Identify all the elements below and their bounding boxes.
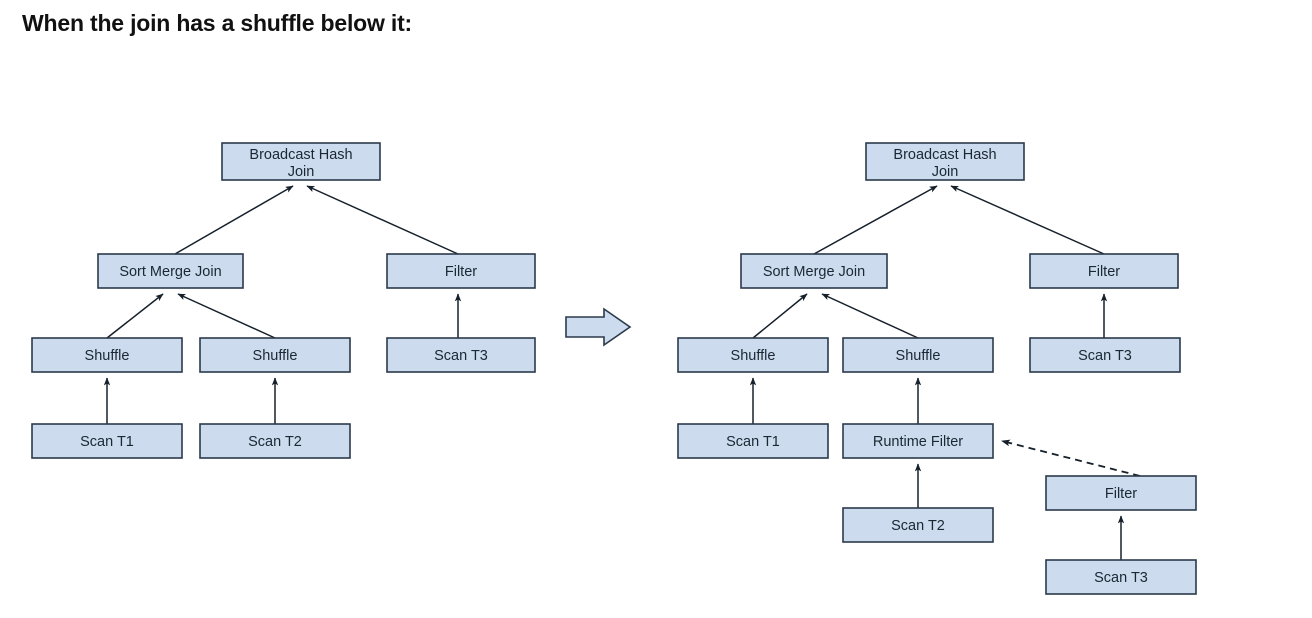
node-box: [97, 253, 244, 289]
node-label: Scan T3: [1094, 570, 1148, 586]
edge-filter-to-bhj: [306, 185, 459, 255]
transition-arrow-icon: [565, 307, 632, 347]
node-left-shuffle-2[interactable]: Shuffle: [199, 337, 351, 373]
right-plan-group: Broadcast Hash Join Sort Merge Join Filt…: [677, 142, 1197, 595]
edge-shuffle1-to-smj: [752, 293, 808, 339]
node-right-scan-t3-top[interactable]: Scan T3: [1029, 337, 1181, 373]
node-box: [31, 423, 183, 459]
node-right-shuffle-1[interactable]: Shuffle: [677, 337, 829, 373]
edge-filterbottom-to-runtimefilter-dashed: [1001, 439, 1141, 477]
node-label: Filter: [1088, 264, 1120, 280]
page-title: When the join has a shuffle below it:: [22, 10, 413, 36]
node-label: Shuffle: [731, 348, 776, 364]
node-label-line1: Broadcast Hash: [893, 147, 996, 163]
edge-smj-to-bhj: [174, 185, 294, 255]
left-plan-edges: [103, 185, 462, 424]
node-box: [1045, 559, 1197, 595]
node-label: Scan T3: [1078, 348, 1132, 364]
node-label-line1: Broadcast Hash: [249, 147, 352, 163]
node-label: Scan T1: [726, 434, 780, 450]
node-label: Filter: [445, 264, 477, 280]
node-label: Scan T2: [891, 518, 945, 534]
node-box: [842, 507, 994, 543]
node-box: [740, 253, 888, 289]
node-right-runtime-filter[interactable]: Runtime Filter: [842, 423, 994, 459]
node-box: [31, 337, 183, 373]
edge-shuffle1-to-smj: [106, 293, 164, 339]
node-box: [842, 423, 994, 459]
node-right-scan-t1[interactable]: Scan T1: [677, 423, 829, 459]
node-label: Runtime Filter: [873, 434, 963, 450]
node-right-scan-t2[interactable]: Scan T2: [842, 507, 994, 543]
node-right-shuffle-2[interactable]: Shuffle: [842, 337, 994, 373]
node-box: [386, 337, 536, 373]
edge-shuffle2-to-smj: [821, 293, 919, 339]
node-box: [221, 142, 381, 181]
node-left-broadcast-hash-join[interactable]: Broadcast Hash Join: [221, 142, 381, 181]
node-label: Sort Merge Join: [119, 264, 221, 280]
node-left-shuffle-1[interactable]: Shuffle: [31, 337, 183, 373]
node-label: Scan T3: [434, 348, 488, 364]
node-box: [865, 142, 1025, 181]
edge-filter-to-bhj: [950, 185, 1105, 255]
node-box: [199, 337, 351, 373]
node-box: [199, 423, 351, 459]
node-box: [677, 337, 829, 373]
node-label: Shuffle: [896, 348, 941, 364]
node-label: Scan T2: [248, 434, 302, 450]
node-box: [1029, 253, 1179, 289]
node-right-broadcast-hash-join[interactable]: Broadcast Hash Join: [865, 142, 1025, 181]
node-left-scan-t2[interactable]: Scan T2: [199, 423, 351, 459]
node-label: Shuffle: [253, 348, 298, 364]
left-plan-group: Broadcast Hash Join Sort Merge Join Filt…: [31, 142, 536, 459]
node-label-line2: Join: [932, 164, 959, 180]
node-label: Shuffle: [85, 348, 130, 364]
edge-smj-to-bhj: [813, 185, 938, 255]
node-left-filter[interactable]: Filter: [386, 253, 536, 289]
node-box: [677, 423, 829, 459]
edge-shuffle2-to-smj: [177, 293, 276, 339]
node-right-filter[interactable]: Filter: [1029, 253, 1179, 289]
node-right-scan-t3-bottom[interactable]: Scan T3: [1045, 559, 1197, 595]
node-label-line2: Join: [288, 164, 315, 180]
node-right-filter-bottom[interactable]: Filter: [1045, 475, 1197, 511]
node-box: [1029, 337, 1181, 373]
node-left-scan-t1[interactable]: Scan T1: [31, 423, 183, 459]
node-box: [1045, 475, 1197, 511]
node-left-scan-t3[interactable]: Scan T3: [386, 337, 536, 373]
node-label: Scan T1: [80, 434, 134, 450]
node-box: [386, 253, 536, 289]
node-box: [842, 337, 994, 373]
node-left-sort-merge-join[interactable]: Sort Merge Join: [97, 253, 244, 289]
node-label: Filter: [1105, 486, 1137, 502]
node-right-sort-merge-join[interactable]: Sort Merge Join: [740, 253, 888, 289]
right-plan-edges: [749, 185, 1141, 560]
node-label: Sort Merge Join: [763, 264, 865, 280]
